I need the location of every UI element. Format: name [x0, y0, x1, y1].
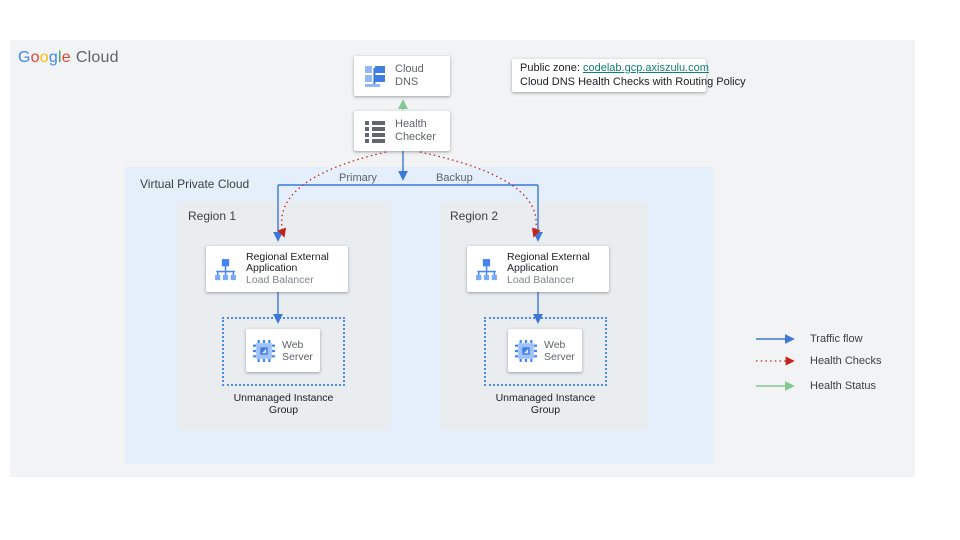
health-checker-node: Health Checker: [354, 111, 450, 151]
compute-engine-icon: [515, 339, 537, 362]
web-server-2-label: Web Server: [544, 338, 575, 363]
lb2-subtitle: Load Balancer: [507, 273, 575, 286]
health-status-line-icon: [756, 381, 795, 391]
backup-edge-label: Backup: [436, 172, 473, 184]
google-logo-word: Google: [18, 49, 71, 66]
legend-item-health-status: Health Status: [755, 380, 876, 392]
web-server-1-node: Web Server: [246, 329, 320, 372]
instance-group-2-label: Unmanaged Instance Group: [495, 392, 596, 416]
lb1-title: Regional External Application: [246, 250, 329, 275]
legend-label: Health Checks: [810, 355, 882, 367]
instance-group-1-box: [222, 317, 345, 386]
health-checks-line-icon: [756, 356, 795, 366]
cloud-dns-label: Cloud DNS: [395, 63, 424, 88]
cloud-dns-node: Cloud DNS: [354, 56, 450, 96]
load-balancer-1-node: Regional External Application Load Balan…: [206, 246, 348, 292]
load-balancer-icon: [474, 257, 499, 282]
region-1-label: Region 1: [188, 209, 237, 223]
region-2-container: Region 2: [440, 202, 648, 430]
public-zone-link[interactable]: codelab.gcp.axiszulu.com: [583, 62, 709, 74]
public-zone-label: Public zone:: [520, 62, 580, 74]
legend-label: Health Status: [810, 380, 877, 392]
instance-group-2-box: [484, 317, 607, 386]
instance-group-1-label: Unmanaged Instance Group: [233, 392, 334, 416]
region-2-label: Region 2: [450, 209, 499, 223]
web-server-2-node: Web Server: [508, 329, 582, 372]
traffic-flow-line-icon: [756, 334, 795, 344]
logo-cloud-word: Cloud: [75, 49, 119, 66]
load-balancer-icon: [213, 257, 238, 282]
legend-item-traffic-flow: Traffic flow: [755, 333, 863, 345]
legend-label: Traffic flow: [810, 333, 863, 345]
compute-engine-icon: [253, 339, 275, 362]
public-zone-annotation: Public zone: codelab.gcp.axiszulu.com Cl…: [512, 59, 746, 92]
annotation-subtitle: Cloud DNS Health Checks with Routing Pol…: [520, 75, 746, 88]
web-server-1-label: Web Server: [282, 338, 313, 363]
health-checker-label: Health Checker: [395, 118, 436, 143]
cloud-dns-icon: [363, 64, 387, 88]
legend-item-health-checks: Health Checks: [755, 355, 882, 367]
lb2-title: Regional External Application: [507, 250, 590, 275]
load-balancer-2-node: Regional External Application Load Balan…: [467, 246, 609, 292]
lb1-subtitle: Load Balancer: [246, 273, 314, 286]
health-checker-icon: [363, 119, 387, 143]
vpc-label: Virtual Private Cloud: [140, 177, 250, 191]
primary-edge-label: Primary: [339, 172, 377, 184]
region-1-container: Region 1: [178, 202, 390, 430]
